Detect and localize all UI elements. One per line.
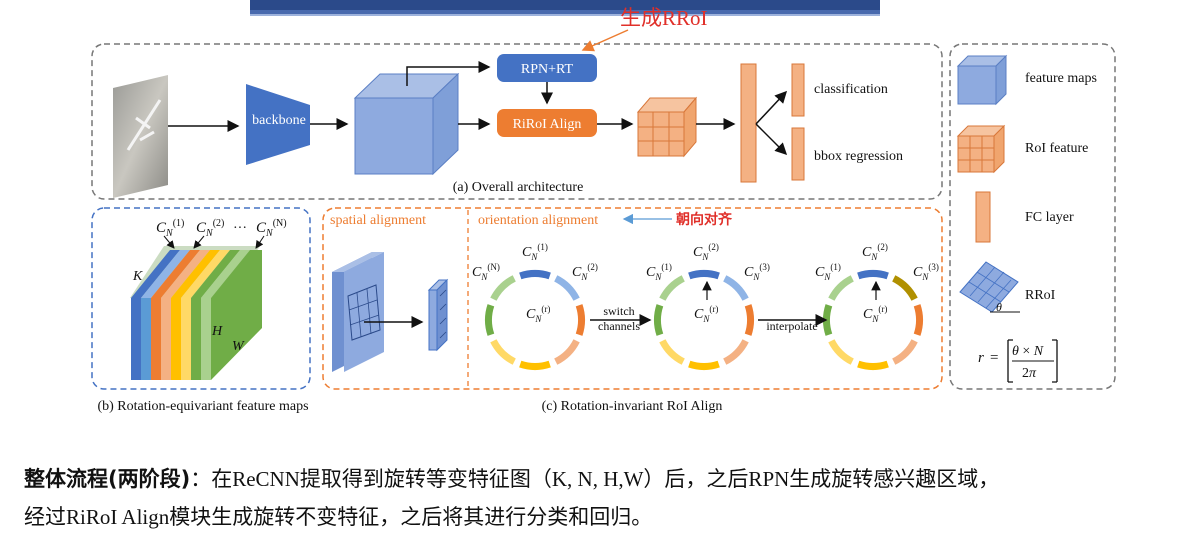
legend-rroi-label: RRoI (1025, 288, 1056, 303)
panel-b (91, 207, 311, 390)
svg-text:CN(1): CN(1) (156, 218, 184, 239)
bbox-regression-label: bbox regression (814, 149, 903, 164)
svg-text:CN(r): CN(r) (863, 304, 887, 324)
legend-panel (949, 43, 1116, 390)
legend-rroi-icon (959, 261, 1020, 313)
ring-segment (892, 275, 918, 301)
legend-fc-layer-label: FC layer (1025, 210, 1074, 225)
ring-segment (554, 339, 580, 365)
ring-segment (828, 275, 854, 301)
fc-layer-main (740, 63, 757, 183)
orientation-alignment-label: orientation alignment (478, 213, 598, 228)
legend-feature-maps-icon (956, 54, 1008, 106)
svg-text:CN(1): CN(1) (646, 262, 672, 282)
ring-segment (744, 304, 754, 336)
panel-b-dots: ··· (233, 221, 247, 236)
ring-segment (519, 270, 551, 280)
legend-roi-feature-icon (956, 124, 1006, 174)
ring-segment (723, 275, 749, 301)
ring-segment (654, 304, 664, 336)
ring-segment (823, 304, 833, 336)
ring-segment (659, 275, 685, 301)
ring-segment (913, 304, 923, 336)
ring-segment (490, 339, 516, 365)
body-text-line2: 经过RiRoI Align模块生成旋转不变特征，之后将其进行分类和回归。 (24, 505, 653, 529)
riroi-align-label: RiRoI Align (513, 117, 582, 132)
classification-label: classification (814, 82, 888, 97)
svg-text:CN(1): CN(1) (815, 262, 841, 282)
legend-feature-maps-label: feature maps (1025, 71, 1097, 86)
overall-caption: (a) Overall architecture (453, 180, 584, 195)
body-text-line1: 整体流程(两阶段)：在ReCNN提取得到旋转等变特征图（K, N, H,W）后，… (24, 462, 1174, 496)
svg-text:CN(1): CN(1) (522, 242, 548, 262)
ring-segment (688, 270, 720, 280)
spatial-aligned-cube (427, 278, 449, 352)
svg-text:CN(2): CN(2) (196, 218, 224, 239)
svg-text:CN(2): CN(2) (572, 262, 598, 282)
ring-segment (892, 339, 918, 365)
orientation-rings (484, 270, 923, 371)
roi-feature-cube (636, 96, 698, 158)
rrol-annotation: 生成RRoI (620, 6, 708, 30)
riroi-align-box (497, 109, 597, 137)
svg-text:CN(r): CN(r) (526, 304, 550, 324)
fc-layer-cls (791, 63, 805, 117)
ring-segment (519, 360, 551, 370)
body-text-bold: 整体流程(两阶段) (24, 467, 191, 491)
svg-text:CN(3): CN(3) (744, 262, 770, 282)
legend-formula: r = θ × N 2π (978, 339, 1058, 383)
rpn-rt-box (497, 54, 597, 82)
input-aerial-image (113, 75, 168, 198)
svg-text:2π: 2π (1022, 366, 1037, 381)
panel-b-h: H (211, 324, 223, 339)
ring-segment (723, 339, 749, 365)
backbone-label: backbone (252, 113, 306, 128)
panel-b-k: K (132, 269, 143, 284)
overall-panel (91, 43, 943, 200)
legend-theta-symbol: θ (996, 300, 1002, 314)
orientation-annotation: 朝向对齐 (676, 211, 733, 228)
ring-segment (484, 304, 495, 336)
interpolate-label: interpolate (766, 319, 817, 333)
ring-segment (490, 275, 516, 301)
svg-text:CN(N): CN(N) (256, 218, 287, 239)
legend-fc-layer-icon (975, 191, 991, 243)
spatial-alignment-label: spatial alignment (330, 213, 426, 228)
feature-cube (353, 72, 460, 176)
ring-segment (575, 304, 585, 336)
svg-text:CN(N): CN(N) (472, 262, 500, 282)
fc-layer-reg (791, 127, 805, 181)
svg-text:CN(2): CN(2) (693, 242, 719, 262)
legend-roi-feature-label: RoI feature (1025, 141, 1088, 156)
ring-segment (659, 339, 685, 365)
svg-text:CN(2): CN(2) (862, 242, 888, 262)
ring-segment (857, 270, 889, 280)
spatial-slab (332, 252, 384, 372)
architecture-diagram: backbone RPN+RT RiRoI Align 生成RRoI class… (91, 0, 1116, 414)
svg-text:CN(r): CN(r) (694, 304, 718, 324)
panel-b-caption: (b) Rotation-equivariant feature maps (97, 399, 308, 414)
channels-label: channels (598, 319, 640, 333)
panel-b-w: W (232, 339, 245, 354)
panel-b-channel-labels: CN(1) CN(2) CN(N) (156, 218, 287, 249)
panel-c (322, 207, 943, 390)
ring-segment (554, 275, 580, 301)
svg-text:r: r (978, 350, 984, 366)
switch-label: switch (603, 304, 634, 318)
ring-labels: CN(N) CN(1) CN(2) CN(r) CN(1) CN(2) CN(3… (472, 242, 939, 324)
svg-text:θ × N: θ × N (1012, 344, 1044, 359)
svg-text:CN(3): CN(3) (913, 262, 939, 282)
svg-text:=: = (990, 350, 998, 366)
ring-segment (688, 360, 720, 371)
rpn-rt-label: RPN+RT (521, 62, 574, 77)
ring-segment (828, 339, 854, 365)
panel-c-caption: (c) Rotation-invariant RoI Align (542, 399, 723, 414)
body-text-line1-rest: ：在ReCNN提取得到旋转等变特征图（K, N, H,W）后，之后RPN生成旋转… (190, 467, 1000, 491)
ring-segment (857, 360, 889, 371)
backbone-block (246, 84, 310, 165)
equivariant-feature-stack (130, 246, 262, 380)
